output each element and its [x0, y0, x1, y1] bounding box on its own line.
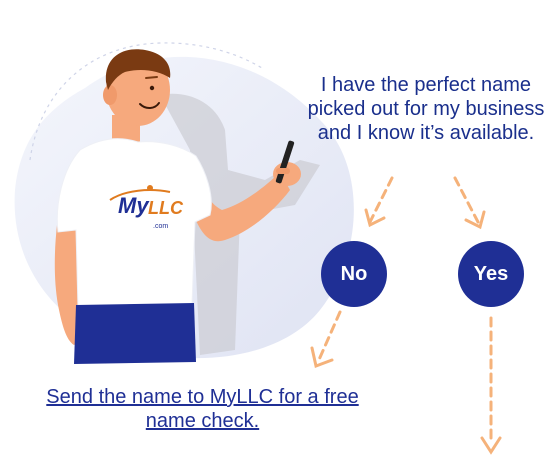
right-arm: [190, 172, 290, 242]
arrow-from-no: [310, 310, 342, 369]
arrow-to-yes: [453, 176, 486, 230]
shirt-logo: My LLC .com: [109, 185, 184, 230]
question-text: I have the perfect name picked out for m…: [307, 74, 545, 144]
dashed-orbit: [29, 42, 263, 161]
arrow-to-no: [364, 176, 394, 228]
free-name-check-link[interactable]: Send the name to MyLLC for a free name c…: [46, 386, 359, 432]
svg-text:.com: .com: [153, 223, 168, 230]
svg-text:My: My: [118, 193, 150, 218]
yes-button-label: Yes: [473, 262, 509, 285]
yes-button[interactable]: Yes: [458, 241, 524, 307]
figure-shadow: [160, 93, 320, 356]
t-shirt: [56, 138, 212, 309]
no-button[interactable]: No: [321, 241, 387, 307]
shorts: [74, 303, 196, 364]
arrow-from-yes: [480, 316, 502, 455]
no-button-label: No: [340, 262, 368, 285]
svg-text:LLC: LLC: [148, 198, 184, 218]
hair: [105, 49, 171, 90]
